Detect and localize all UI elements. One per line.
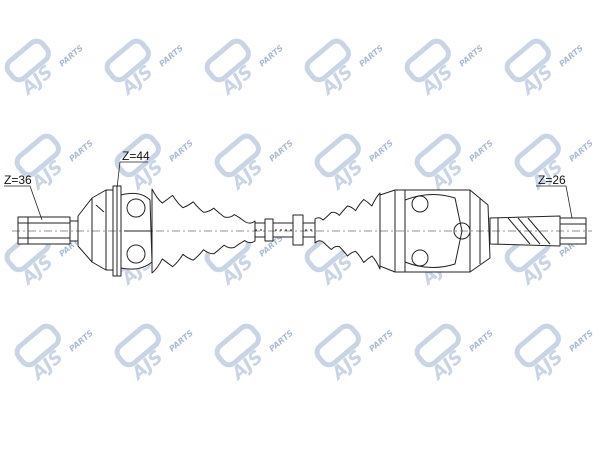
watermark-brand: AJS — [416, 61, 457, 100]
watermark-emblem — [214, 323, 261, 368]
watermark-sub: PARTS — [167, 138, 195, 163]
watermark-emblem — [414, 133, 461, 178]
outer-boot — [151, 188, 256, 274]
watermark-sub: PARTS — [357, 43, 385, 68]
watermark-brand: AJS — [16, 251, 57, 290]
watermark-emblem — [4, 38, 51, 83]
watermark-emblem — [414, 323, 461, 368]
middle-shaft — [254, 214, 316, 246]
watermark-emblem — [504, 38, 551, 83]
watermark-brand: AJS — [216, 61, 257, 100]
watermark-brand: AJS — [216, 251, 257, 290]
z-inner-text: Z=26 — [538, 173, 566, 187]
watermark-emblem — [104, 38, 151, 83]
watermark-sub: PARTS — [257, 43, 285, 68]
watermark-emblem — [304, 38, 351, 83]
watermark-sub: PARTS — [367, 328, 395, 353]
watermark-sub: PARTS — [67, 328, 95, 353]
outer-stub-shaft — [17, 216, 79, 245]
watermark-sub: PARTS — [367, 138, 395, 163]
watermark-sub: PARTS — [457, 43, 485, 68]
watermark-brand: AJS — [426, 346, 467, 385]
watermark-sub: PARTS — [57, 43, 85, 68]
watermark-emblem — [14, 323, 61, 368]
watermark-brand: AJS — [526, 346, 567, 385]
watermark-emblem — [514, 323, 561, 368]
drive-shaft — [12, 185, 592, 277]
watermark-brand: AJS — [226, 156, 267, 195]
watermark-brand: AJS — [516, 251, 557, 290]
watermark-emblem — [404, 38, 451, 83]
z-abs-text: Z=44 — [122, 149, 150, 163]
watermark-sub: PARTS — [567, 328, 595, 353]
z-abs-label: Z=44 — [116, 149, 150, 189]
watermark-sub: PARTS — [467, 138, 495, 163]
outer-cv-housing — [77, 189, 119, 271]
tooth-labels: Z=36 Z=44 Z=26 — [4, 149, 573, 221]
watermark-sub: PARTS — [157, 43, 185, 68]
watermark-emblem — [314, 133, 361, 178]
watermark-brand: AJS — [26, 346, 67, 385]
watermark-sub: PARTS — [567, 138, 595, 163]
watermark-brand: AJS — [316, 251, 357, 290]
watermark-emblem — [514, 133, 561, 178]
watermark-sub: PARTS — [267, 138, 295, 163]
watermark-brand: AJS — [516, 61, 557, 100]
watermark-brand: AJS — [226, 346, 267, 385]
watermark-sub: PARTS — [267, 328, 295, 353]
watermark-brand: AJS — [16, 61, 57, 100]
inner-spline-shaft — [489, 215, 587, 247]
watermark-brand: AJS — [26, 156, 67, 195]
watermark-brand: AJS — [326, 156, 367, 195]
watermark-emblem — [204, 38, 251, 83]
watermark-brand: AJS — [116, 61, 157, 100]
watermark-emblem — [114, 133, 161, 178]
watermark-sub: PARTS — [67, 138, 95, 163]
z-outer-label: Z=36 — [4, 173, 43, 221]
watermark-sub: PARTS — [167, 328, 195, 353]
watermark-emblem — [314, 323, 361, 368]
z-inner-label: Z=26 — [536, 173, 573, 219]
watermark-sub: PARTS — [557, 43, 585, 68]
watermark-sub: PARTS — [467, 328, 495, 353]
watermark-brand: AJS — [316, 61, 357, 100]
watermark-emblem — [114, 323, 161, 368]
inner-boot — [314, 192, 381, 270]
watermark-brand: AJS — [326, 346, 367, 385]
watermark-emblem — [214, 133, 261, 178]
watermark-brand: AJS — [126, 346, 167, 385]
z-outer-text: Z=36 — [4, 173, 32, 187]
watermark-emblem — [14, 133, 61, 178]
